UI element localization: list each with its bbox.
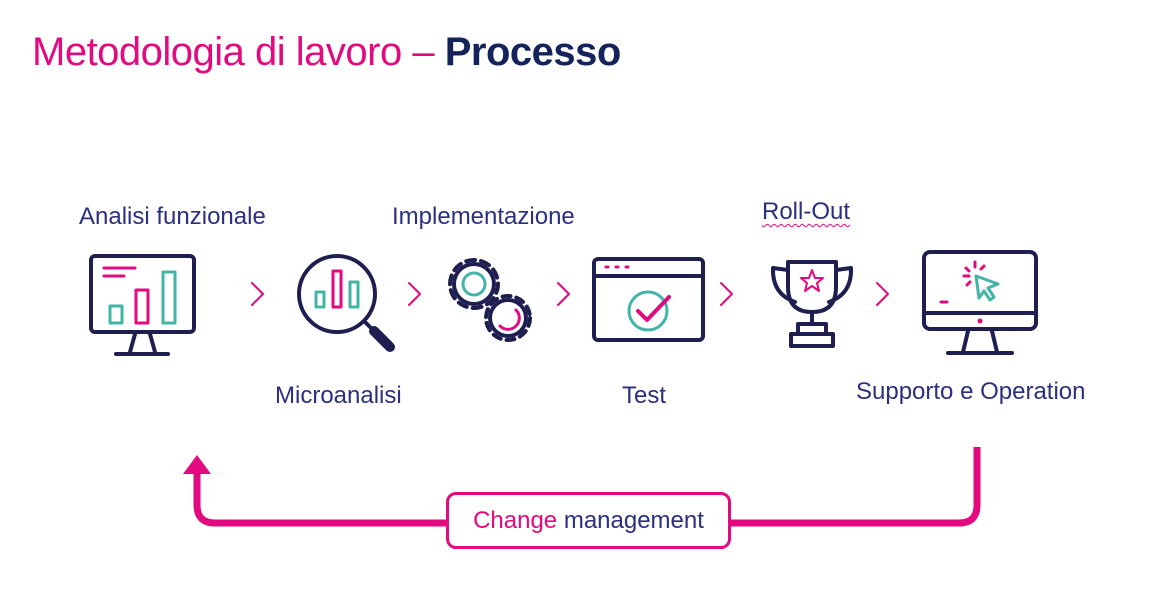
change-management-word-management: management	[557, 506, 704, 534]
title-emphasis: Processo	[444, 30, 622, 74]
step-label-test: Test	[622, 382, 667, 409]
chevron-right-icon	[557, 282, 570, 306]
cycle-arrow-head	[183, 455, 211, 474]
chevron-right-icon	[251, 282, 264, 306]
magnifier-chart-icon	[297, 254, 395, 352]
monitor-cursor-icon	[922, 250, 1038, 355]
change-management-word-change: Change	[473, 506, 558, 534]
trophy-icon	[770, 260, 854, 348]
browser-check-icon	[592, 257, 705, 342]
chevron-right-icon	[408, 282, 421, 306]
change-management-box: Change management	[446, 492, 731, 549]
step-label-microanalisi: Microanalisi	[275, 382, 402, 409]
chevron-right-icon	[876, 282, 889, 306]
step-label-analisi-funzionale: Analisi funzionale	[79, 203, 266, 230]
page-title: Metodologia di lavoro – Processo	[32, 30, 621, 75]
chevron-right-icon	[720, 282, 733, 306]
step-label-supporto-operation: Supporto e Operation	[856, 378, 1086, 405]
step-label-roll-out: Roll-Out	[762, 198, 851, 225]
monitor-chart-icon	[89, 254, 196, 356]
title-prefix: Metodologia di lavoro –	[32, 30, 445, 74]
step-label-implementazione: Implementazione	[392, 203, 575, 230]
gears-icon	[448, 258, 532, 342]
